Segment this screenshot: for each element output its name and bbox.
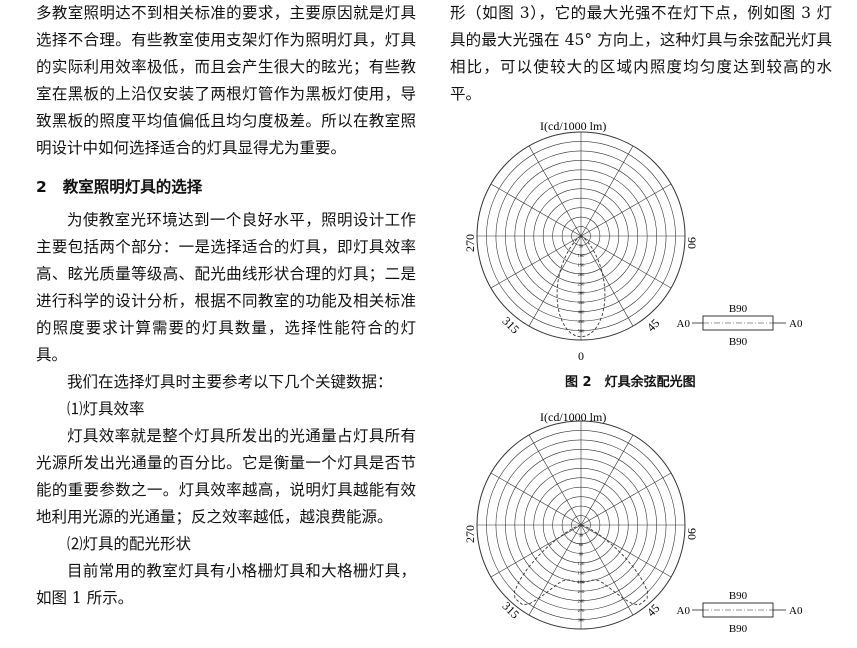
polar-diagram-fig2: I(cd/1000 lm) 270 90 315 45 0 50 100 150 20… xyxy=(463,119,803,363)
angle-label-270: 270 xyxy=(463,525,477,543)
grid-spoke xyxy=(528,235,582,327)
radial-tick-label: 90 xyxy=(579,551,584,556)
paragraph: 灯具效率就是整个灯具所发出的光通量占灯具所有光源所发出光通量的百分比。它是衡量一… xyxy=(36,427,416,526)
a0-label: A0 xyxy=(789,318,803,330)
b90-label: B90 xyxy=(729,303,748,315)
radial-tick-label: 300 xyxy=(578,618,586,623)
radial-tick-label: 200 xyxy=(578,272,586,277)
radial-tick-label: 180 xyxy=(578,580,586,585)
grid-spoke xyxy=(580,235,634,327)
polar-grid xyxy=(476,420,686,630)
section-title: 教室照明灯具的选择 xyxy=(62,178,203,196)
grid-spoke xyxy=(528,145,582,237)
radial-tick-labels: 30 60 90 120 150 180 210 240 270 300 xyxy=(578,532,586,622)
b90-label: B90 xyxy=(729,590,748,602)
paragraph: 为使教室光环境达到一个良好水平，照明设计工作主要包括两个部分：一是选择适合的灯具… xyxy=(36,211,416,364)
angle-label-270: 270 xyxy=(463,234,477,252)
radial-tick-label: 450 xyxy=(578,319,586,324)
grid-spoke xyxy=(580,235,672,289)
radial-tick-label: 50 xyxy=(579,243,584,248)
radial-tick-label: 150 xyxy=(578,570,586,575)
angle-label-45: 45 xyxy=(644,601,662,619)
angle-label-315: 315 xyxy=(500,314,523,337)
unit-label: I(cd/1000 lm) xyxy=(540,410,606,424)
paragraph: 形（如图 3），它的最大光强不在灯下点，例如图 3 灯具的最大光强在 45° 方… xyxy=(450,4,832,103)
a0-label: A0 xyxy=(677,318,691,330)
angle-label-315: 315 xyxy=(500,599,523,622)
grid-spoke xyxy=(580,145,634,237)
b90-label: B90 xyxy=(729,623,748,635)
a0-label: A0 xyxy=(789,605,803,617)
radial-tick-label: 60 xyxy=(579,542,584,547)
polar-grid xyxy=(476,131,686,341)
distribution-curve xyxy=(556,235,606,338)
radial-tick-label: 240 xyxy=(578,599,586,604)
grid-spoke xyxy=(528,524,582,616)
distribution-curve xyxy=(514,524,648,606)
figure-caption: 图 2 灯具余弦配光图 xyxy=(565,375,696,390)
angle-label-90: 90 xyxy=(685,237,699,249)
grid-spoke xyxy=(528,434,582,526)
grid-spoke xyxy=(490,235,582,289)
grid-spoke xyxy=(490,524,582,578)
radial-tick-labels: 50 100 150 200 250 300 350 400 450 500 xyxy=(578,243,586,333)
unit-label: I(cd/1000 lm) xyxy=(540,119,606,133)
paragraph: 目前常用的教室灯具有小格栅灯具和大格栅灯具，如图 1 所示。 xyxy=(36,562,416,607)
luminaire-symbol: B90 A0 A0 B90 xyxy=(677,303,803,348)
left-column: 多教室照明达不到相关标准的要求，主要原因就是灯具选择不合理。有些教室使用支架灯作… xyxy=(36,0,416,612)
grid-spoke xyxy=(580,183,672,237)
grid-spoke xyxy=(490,183,582,237)
radial-tick-label: 250 xyxy=(578,281,586,286)
paragraph: 多教室照明达不到相关标准的要求，主要原因就是灯具选择不合理。有些教室使用支架灯作… xyxy=(36,4,416,157)
b90-label: B90 xyxy=(729,336,748,348)
angle-label-45: 45 xyxy=(644,316,662,334)
radial-tick-label: 270 xyxy=(578,608,586,613)
list-item: ⑴灯具效率 xyxy=(67,400,145,418)
luminaire-symbol: B90 A0 A0 B90 xyxy=(677,590,803,635)
grid-spoke xyxy=(580,434,634,526)
angle-label-0: 0 xyxy=(578,349,584,363)
angle-label-90: 90 xyxy=(685,528,699,540)
radial-tick-label: 350 xyxy=(578,300,586,305)
grid-spoke xyxy=(580,524,634,616)
paragraph: 我们在选择灯具时主要参考以下几个关键数据： xyxy=(67,373,393,391)
list-item: ⑵灯具的配光形状 xyxy=(67,535,192,553)
a0-label: A0 xyxy=(677,605,691,617)
polar-diagram-fig3: I(cd/1000 lm) 270 90 315 45 30 60 90 120 150… xyxy=(463,410,803,635)
right-column: 形（如图 3），它的最大光强不在灯下点，例如图 3 灯具的最大光强在 45° 方… xyxy=(450,0,832,108)
grid-spoke xyxy=(580,472,672,526)
radial-tick-label: 120 xyxy=(578,561,586,566)
radial-tick-label: 400 xyxy=(578,310,586,315)
radial-tick-label: 150 xyxy=(578,262,586,267)
radial-tick-label: 210 xyxy=(578,589,586,594)
section-number: 2 xyxy=(36,178,47,196)
radial-tick-label: 100 xyxy=(578,253,586,258)
radial-tick-label: 300 xyxy=(578,291,586,296)
grid-spoke xyxy=(580,524,672,578)
radial-tick-label: 500 xyxy=(578,329,586,334)
section-heading: 2 教室照明灯具的选择 xyxy=(36,174,416,201)
radial-tick-label: 30 xyxy=(579,532,584,537)
grid-spoke xyxy=(490,472,582,526)
